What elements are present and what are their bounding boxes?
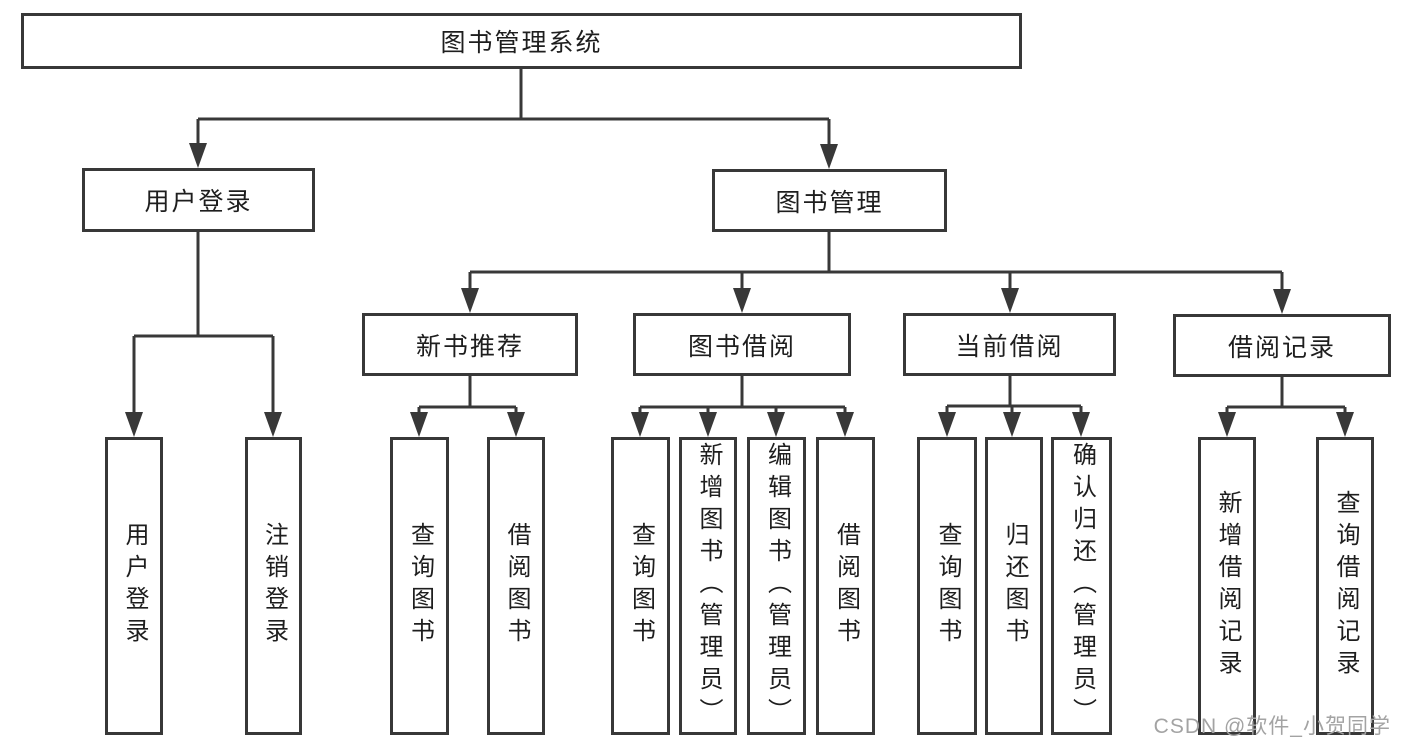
connector-root-to-level1 — [196, 69, 831, 153]
leaf-return-book-label: 归还图书 — [1001, 522, 1028, 650]
leaf-logout: 注销登录 — [245, 437, 302, 735]
leaf-borrow-book: 借阅图书 — [816, 437, 875, 735]
arrow-down-icon — [1336, 412, 1354, 437]
node-borrow-record-label: 借阅记录 — [1227, 333, 1336, 362]
leaf-confirm-return-admin: 确认归还（管理员） — [1051, 437, 1112, 735]
node-borrow-record: 借阅记录 — [1173, 314, 1391, 377]
connector-book-mgmt-children — [468, 232, 1284, 299]
arrow-down-icon — [1003, 412, 1021, 437]
leaf-user-login: 用户登录 — [105, 437, 163, 735]
leaf-query-book-current-label: 查询图书 — [934, 522, 961, 650]
node-book-management: 图书管理 — [712, 169, 947, 232]
node-user-login-label: 用户登录 — [144, 188, 253, 216]
connector-book-borrow-children — [638, 376, 847, 424]
connector-current-borrow-children — [945, 376, 1083, 424]
leaf-query-book-borrow-label: 查询图书 — [627, 522, 655, 650]
leaf-return-book: 归还图书 — [985, 437, 1043, 735]
connector-user-login-children — [132, 232, 275, 422]
leaf-query-borrow-record: 查询借阅记录 — [1316, 437, 1374, 735]
leaf-query-borrow-record-label: 查询借阅记录 — [1332, 490, 1359, 682]
node-user-login: 用户登录 — [82, 168, 315, 232]
leaf-logout-label: 注销登录 — [260, 522, 288, 650]
arrow-down-icon — [1072, 412, 1090, 437]
leaf-query-book-recommend: 查询图书 — [390, 437, 449, 735]
leaf-edit-book-admin-label: 编辑图书（管理员） — [763, 442, 791, 730]
arrow-down-icon — [507, 412, 525, 437]
arrow-down-icon — [631, 412, 649, 437]
leaf-user-login-label: 用户登录 — [121, 522, 148, 650]
node-book-borrow: 图书借阅 — [633, 313, 851, 376]
arrow-down-icon — [264, 412, 282, 437]
arrow-down-icon — [836, 412, 854, 437]
leaf-borrow-book-label: 借阅图书 — [832, 522, 860, 650]
leaf-query-book-borrow: 查询图书 — [611, 437, 670, 735]
leaf-borrow-book-recommend-label: 借阅图书 — [503, 522, 530, 650]
node-new-book-recommend-label: 新书推荐 — [415, 332, 524, 361]
arrow-down-icon — [461, 288, 479, 313]
connector-new-book-children — [417, 376, 518, 424]
arrow-down-icon — [1001, 288, 1019, 313]
arrow-down-icon — [1273, 289, 1291, 314]
arrow-down-icon — [820, 144, 838, 169]
arrow-down-icon — [189, 143, 207, 168]
leaf-add-borrow-record: 新增借阅记录 — [1198, 437, 1256, 735]
csdn-watermark: CSDN @软件_小贺同学 — [1153, 715, 1391, 738]
leaf-borrow-book-recommend: 借阅图书 — [487, 437, 545, 735]
leaf-query-book-current: 查询图书 — [917, 437, 977, 735]
node-current-borrow-label: 当前借阅 — [955, 332, 1064, 361]
connector-borrow-record-children — [1225, 377, 1347, 424]
arrow-down-icon — [125, 412, 143, 437]
arrow-down-icon — [938, 412, 956, 437]
arrow-down-icon — [1218, 412, 1236, 437]
leaf-add-book-admin-label: 新增图书（管理员） — [695, 442, 722, 730]
leaf-add-borrow-record-label: 新增借阅记录 — [1214, 490, 1241, 682]
leaf-confirm-return-admin-label: 确认归还（管理员） — [1068, 442, 1096, 730]
leaf-edit-book-admin: 编辑图书（管理员） — [747, 437, 806, 735]
arrow-down-icon — [767, 412, 785, 437]
arrow-down-icon — [699, 412, 717, 437]
node-book-borrow-label: 图书借阅 — [687, 332, 796, 361]
leaf-query-book-recommend-label: 查询图书 — [406, 522, 434, 650]
node-root: 图书管理系统 — [21, 13, 1022, 69]
arrow-down-icon — [733, 288, 751, 313]
node-current-borrow: 当前借阅 — [903, 313, 1116, 376]
node-new-book-recommend: 新书推荐 — [362, 313, 578, 376]
leaf-add-book-admin: 新增图书（管理员） — [679, 437, 737, 735]
node-root-label: 图书管理系统 — [440, 29, 603, 57]
node-book-management-label: 图书管理 — [775, 188, 884, 217]
arrow-down-icon — [410, 412, 428, 437]
